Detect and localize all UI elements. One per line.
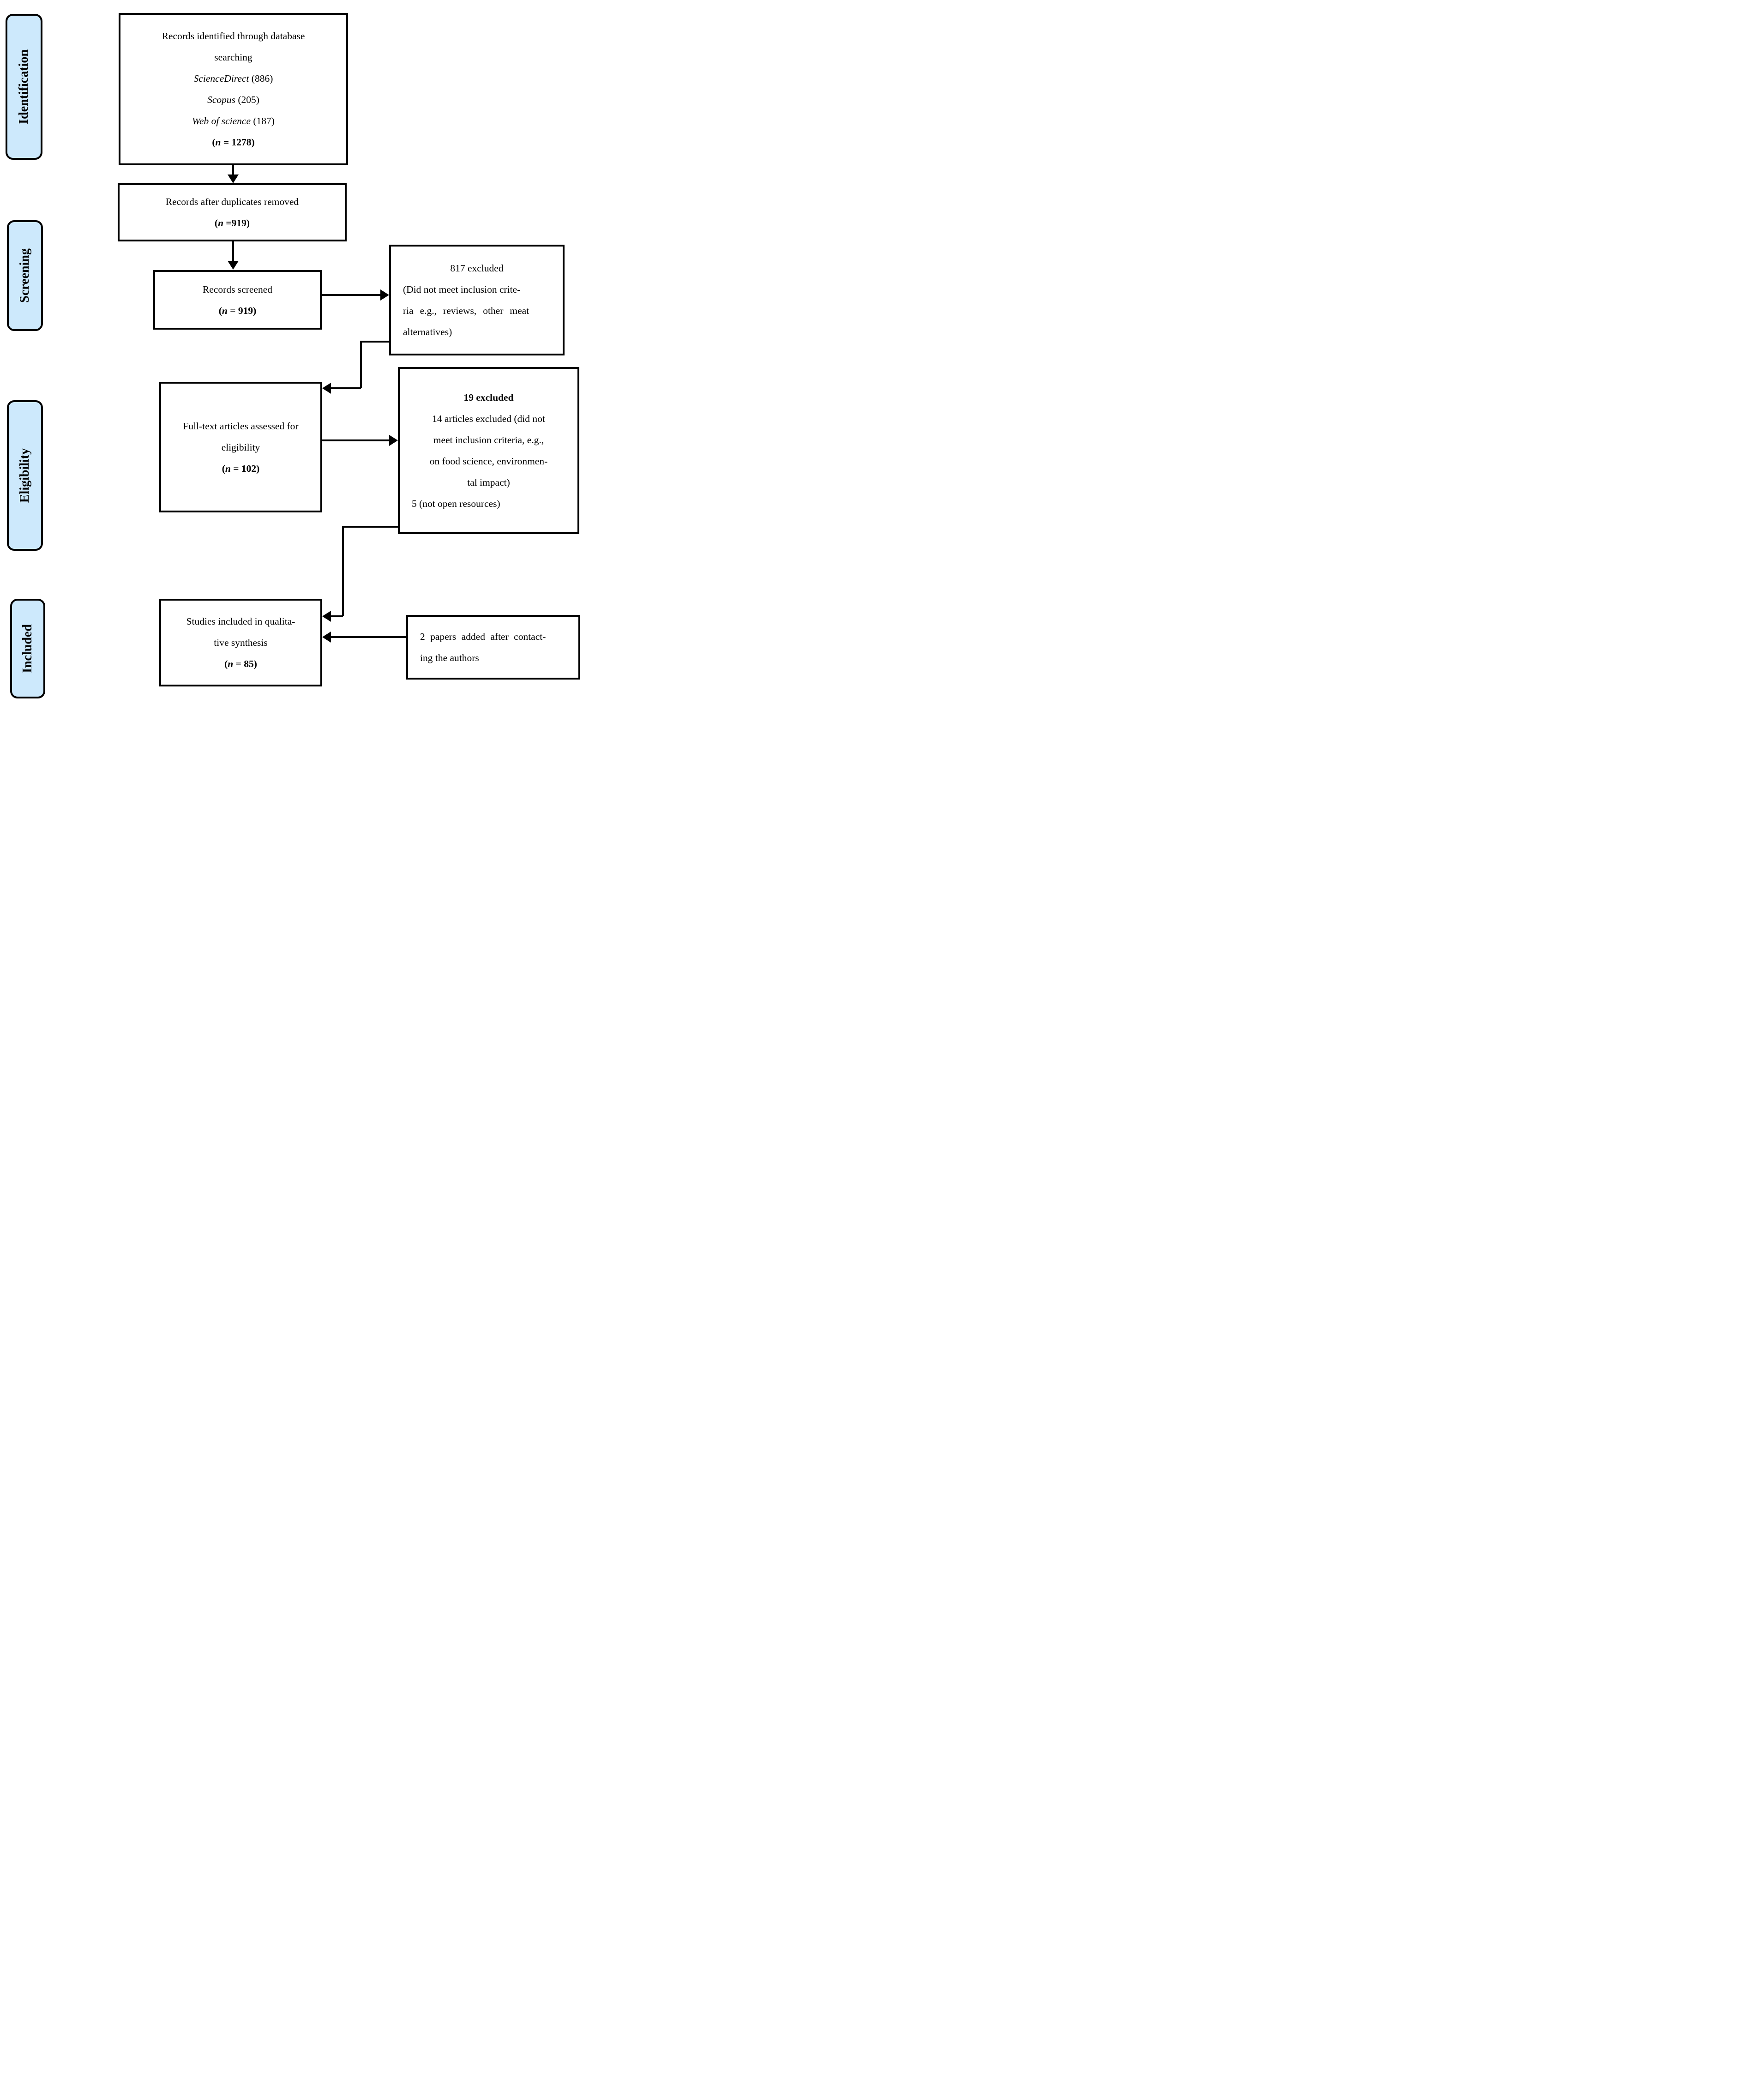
stage-label-eligibility: Eligibility xyxy=(7,400,43,551)
connector-excluded817-horizontal xyxy=(331,387,361,389)
prisma-flow-diagram: Identification Screening Eligibility Inc… xyxy=(0,0,586,702)
arrow-deduplicated-to-screened-shaft xyxy=(232,241,234,262)
box-studies-included-line1: Studies included in qualita- xyxy=(186,616,295,627)
box-papers-added-line1: 2 papers added after contact- xyxy=(420,631,546,642)
stage-label-identification: Identification xyxy=(6,14,42,160)
box-records-screened: Records screened (n = 919) xyxy=(153,270,322,330)
arrow-fulltext-to-excluded19-head-icon xyxy=(389,435,398,446)
box-excluded-19: 19 excluded 14 articles excluded (did no… xyxy=(398,367,579,534)
stage-label-screening-text: Screening xyxy=(18,248,32,303)
box-records-identified-line2: searching xyxy=(214,52,252,63)
box-duplicates-removed-line1: Records after duplicates removed xyxy=(165,196,299,207)
box-excluded-19-line4: tal impact) xyxy=(467,477,510,488)
box-excluded-817-title: 817 excluded xyxy=(450,263,504,274)
arrow-addedpapers-to-included-shaft xyxy=(331,636,406,638)
arrow-identified-to-deduplicated-shaft xyxy=(232,165,234,175)
box-records-identified-db3: Web of science (187) xyxy=(192,115,275,126)
box-duplicates-removed-n: (n =919) xyxy=(214,217,250,229)
arrow-identified-to-deduplicated-head-icon xyxy=(228,174,239,183)
stage-label-eligibility-text: Eligibility xyxy=(18,448,32,503)
arrow-into-fulltext-head-icon xyxy=(322,383,331,394)
arrow-screened-to-excluded817-shaft xyxy=(322,294,381,296)
box-studies-included: Studies included in qualita- tive synthe… xyxy=(159,599,322,686)
box-fulltext-assessed-line1: Full-text articles assessed for xyxy=(183,420,299,432)
box-excluded-19-line3: on food science, environmen- xyxy=(429,456,548,467)
arrow-into-included-upper-head-icon xyxy=(322,611,331,622)
box-excluded-19-title: 19 excluded xyxy=(463,392,514,403)
connector-excluded19-horizontal xyxy=(331,615,343,617)
stage-label-included-text: Included xyxy=(20,624,35,673)
box-fulltext-assessed: Full-text articles assessed for eligibil… xyxy=(159,382,322,512)
box-records-identified-n: (n = 1278) xyxy=(212,137,255,148)
box-excluded-817-line2: ria e.g., reviews, other meat xyxy=(403,305,529,316)
connector-excluded19-vertical xyxy=(342,526,344,616)
connector-excluded817-vertical xyxy=(360,341,362,388)
box-excluded-19-line2: meet inclusion criteria, e.g., xyxy=(433,434,544,445)
stage-label-identification-text: Identification xyxy=(17,49,31,124)
box-excluded-817-line1: (Did not meet inclusion crite- xyxy=(403,284,521,295)
box-excluded-817-line3: alternatives) xyxy=(403,326,452,337)
box-papers-added-line2: ing the authors xyxy=(420,652,479,663)
box-records-identified-db2: Scopus (205) xyxy=(207,94,259,105)
box-excluded-817: 817 excluded (Did not meet inclusion cri… xyxy=(389,245,565,355)
arrow-screened-to-excluded817-head-icon xyxy=(380,289,389,301)
box-excluded-19-line1: 14 articles excluded (did not xyxy=(432,413,545,424)
box-fulltext-assessed-n: (n = 102) xyxy=(222,463,260,474)
box-records-screened-n: (n = 919) xyxy=(218,305,257,316)
box-papers-added: 2 papers added after contact- ing the au… xyxy=(406,615,580,680)
arrow-deduplicated-to-screened-head-icon xyxy=(228,261,239,270)
arrow-fulltext-to-excluded19-shaft xyxy=(322,439,390,441)
box-records-identified-line1: Records identified through database xyxy=(162,30,305,42)
box-excluded-19-line5: 5 (not open resources) xyxy=(412,498,500,509)
box-records-identified-db1: ScienceDirect (886) xyxy=(193,73,273,84)
stage-label-included: Included xyxy=(10,599,45,698)
stage-label-screening: Screening xyxy=(7,220,43,331)
connector-excluded817-stub xyxy=(361,341,389,343)
box-studies-included-line2: tive synthesis xyxy=(214,637,268,648)
box-records-screened-line1: Records screened xyxy=(202,283,273,295)
box-duplicates-removed: Records after duplicates removed (n =919… xyxy=(118,183,347,241)
box-fulltext-assessed-line2: eligibility xyxy=(221,441,260,453)
connector-excluded19-stub xyxy=(343,526,398,528)
arrow-into-included-lower-head-icon xyxy=(322,632,331,643)
box-records-identified: Records identified through database sear… xyxy=(119,13,348,165)
box-studies-included-n: (n = 85) xyxy=(224,658,257,669)
